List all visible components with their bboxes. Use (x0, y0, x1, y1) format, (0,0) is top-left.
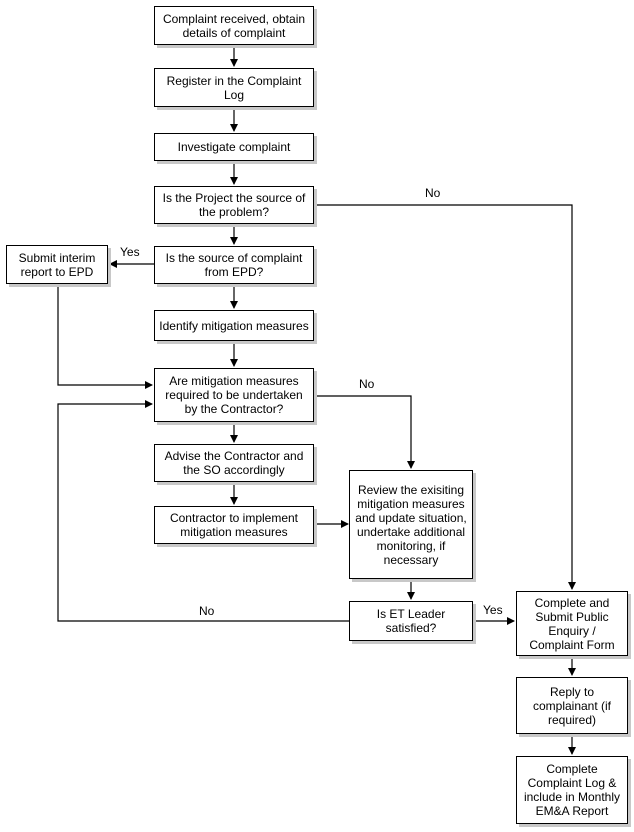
node-investigate: Investigate complaint (154, 133, 314, 161)
node-submit-interim: Submit interim report to EPD (6, 245, 108, 284)
arrow-interim-to-mitigation (57, 284, 153, 389)
label-no-source: No (425, 186, 441, 200)
arrow-et-no-loop (57, 400, 349, 622)
node-is-source-epd: Is the source of complaint from EPD? (154, 246, 314, 284)
node-advise-contractor: Advise the Contractor and the SO accordi… (154, 444, 314, 482)
node-is-project-source: Is the Project the source of the problem… (154, 186, 314, 224)
node-complaint-received: Complaint received, obtain details of co… (154, 6, 314, 45)
arrow-mitigation-no-to-review (314, 395, 415, 469)
label-no-mitigation: No (359, 377, 375, 391)
arrow-source-no-to-form (314, 204, 576, 590)
node-review-measures: Review the exisiting mitigation measures… (349, 470, 473, 579)
node-mitigation-required: Are mitigation measures required to be u… (154, 368, 314, 422)
node-identify-mitigation: Identify mitigation measures (154, 310, 314, 341)
node-register-log: Register in the Complaint Log (154, 68, 314, 107)
node-complete-form: Complete and Submit Public Enquiry / Com… (516, 591, 628, 656)
label-no-et: No (199, 604, 215, 618)
label-yes-et: Yes (483, 603, 503, 617)
node-contractor-implement: Contractor to implement mitigation measu… (154, 506, 314, 544)
node-reply-complainant: Reply to complainant (if required) (516, 677, 628, 734)
node-et-leader-satisfied: Is ET Leader satisfied? (349, 601, 473, 641)
label-yes-epd: Yes (120, 245, 140, 259)
node-complete-log: Complete Complaint Log & include in Mont… (516, 756, 628, 824)
